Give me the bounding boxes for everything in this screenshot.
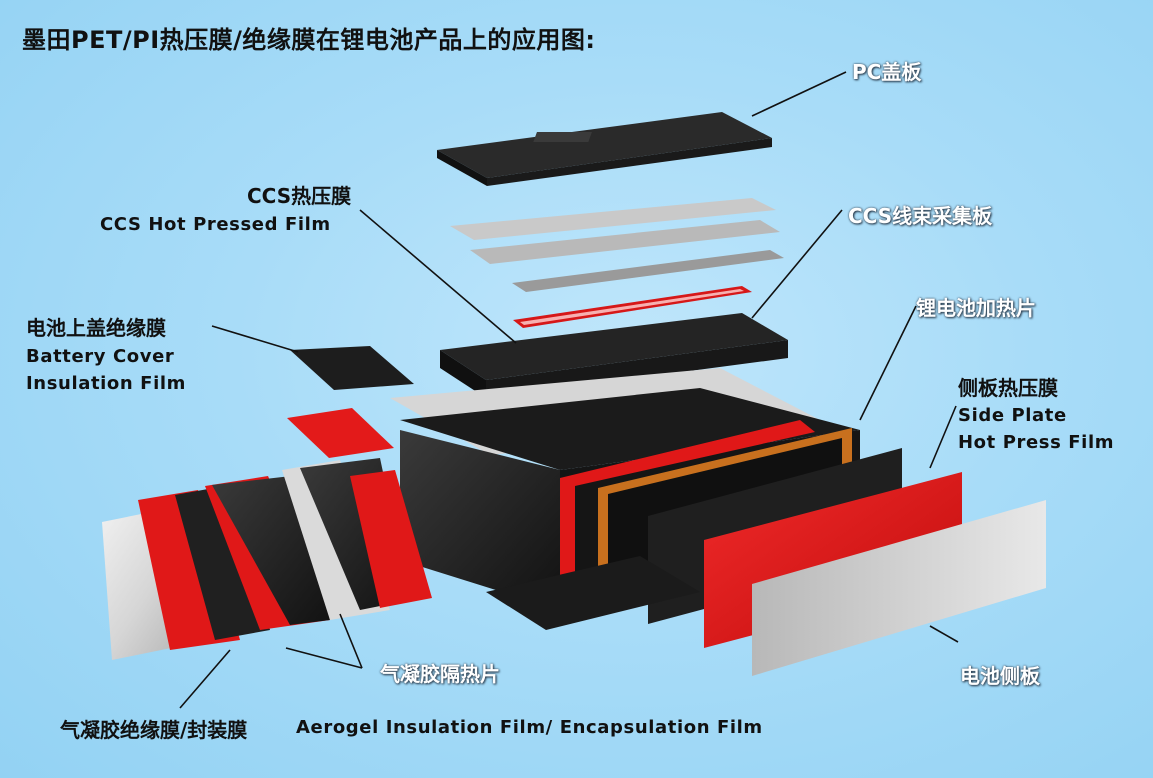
label-ccs-film-en: CCS Hot Pressed Film — [100, 214, 331, 235]
battery-cover-film-part — [290, 346, 414, 390]
label-heater: 锂电池加热片 — [916, 296, 1036, 320]
label-battery-cover-en-2: Insulation Film — [26, 373, 186, 394]
label-pc-cover: PC盖板 — [852, 60, 922, 84]
red-cover-sheet-part — [287, 408, 394, 458]
leader-lines — [179, 71, 959, 709]
label-side-plate-film-en-1: Side Plate — [958, 405, 1067, 426]
side-plate-part — [752, 500, 1046, 676]
label-aerogel-spacer: 气凝胶隔热片 — [380, 662, 500, 686]
label-ccs-harness: CCS线束采集板 — [848, 204, 993, 228]
label-aerogel-film-cn: 气凝胶绝缘膜/封装膜 — [60, 718, 248, 742]
front-cells-part — [102, 458, 432, 660]
red-film-mid — [560, 420, 815, 590]
ccs-strips-part — [450, 198, 784, 328]
label-ccs-film-cn: CCS热压膜 — [247, 184, 352, 208]
label-side-plate: 电池侧板 — [960, 664, 1040, 688]
bottom-sheet-part — [486, 556, 700, 630]
pc-cover-part — [437, 112, 772, 186]
page-title: 墨田PET/PI热压膜/绝缘膜在锂电池产品上的应用图: — [22, 26, 596, 54]
label-battery-cover-cn: 电池上盖绝缘膜 — [26, 316, 166, 340]
label-side-plate-film-en-2: Hot Press Film — [958, 432, 1115, 453]
label-side-plate-film-cn: 侧板热压膜 — [958, 376, 1058, 400]
label-aerogel-film-en: Aerogel Insulation Film/ Encapsulation F… — [296, 717, 763, 738]
label-battery-cover-en-1: Battery Cover — [26, 346, 175, 367]
